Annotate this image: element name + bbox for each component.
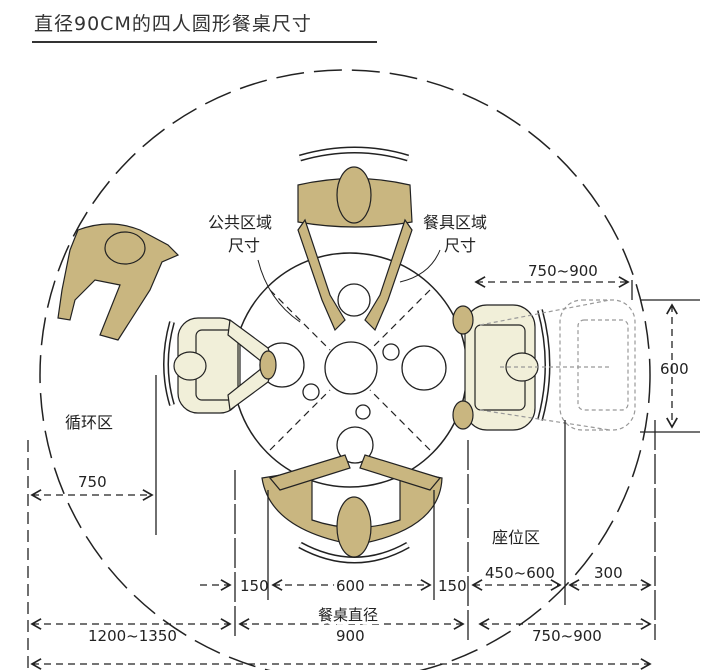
tableware-area-pointer [399, 249, 441, 283]
tableware-area-label: 餐具区域 [423, 213, 487, 232]
public-area-label: 公共区域 [208, 213, 272, 232]
public-area-label-2: 尺寸 [228, 236, 260, 255]
bottom-diner [261, 454, 443, 564]
dim-center: 600 [336, 577, 365, 595]
dimension-values: 750~900 600 750 150 600 150 450~600 300 … [78, 262, 689, 645]
top-diner [297, 146, 413, 332]
dim-back: 300 [594, 564, 623, 582]
public-area-pointer [257, 259, 301, 323]
title-underline [32, 41, 377, 43]
seat-area-label: 座位区 [492, 528, 540, 547]
zone-dividers [269, 289, 431, 451]
dim-chair-width: 600 [660, 360, 689, 378]
dim-circulation: 750 [78, 473, 107, 491]
dimension-lines [27, 280, 700, 670]
dim-diameter: 900 [336, 627, 365, 645]
dim-chair-depth: 750~900 [528, 262, 598, 280]
dim-edge-left: 150 [240, 577, 269, 595]
left-diner [163, 317, 277, 414]
circulation-boundary [39, 69, 651, 670]
dim-left-total: 1200~1350 [88, 627, 177, 645]
circulation-area-label: 循环区 [65, 413, 113, 432]
dim-right-total: 750~900 [532, 627, 602, 645]
tableware-area-label-2: 尺寸 [444, 236, 476, 255]
dim-table-diameter-label: 餐桌直径 [318, 606, 378, 624]
right-diner [452, 299, 636, 431]
dim-edge-right: 150 [438, 577, 467, 595]
walking-person [57, 223, 180, 341]
dim-seat: 450~600 [485, 564, 555, 582]
page-title: 直径90CM的四人圆形餐桌尺寸 [34, 13, 312, 35]
